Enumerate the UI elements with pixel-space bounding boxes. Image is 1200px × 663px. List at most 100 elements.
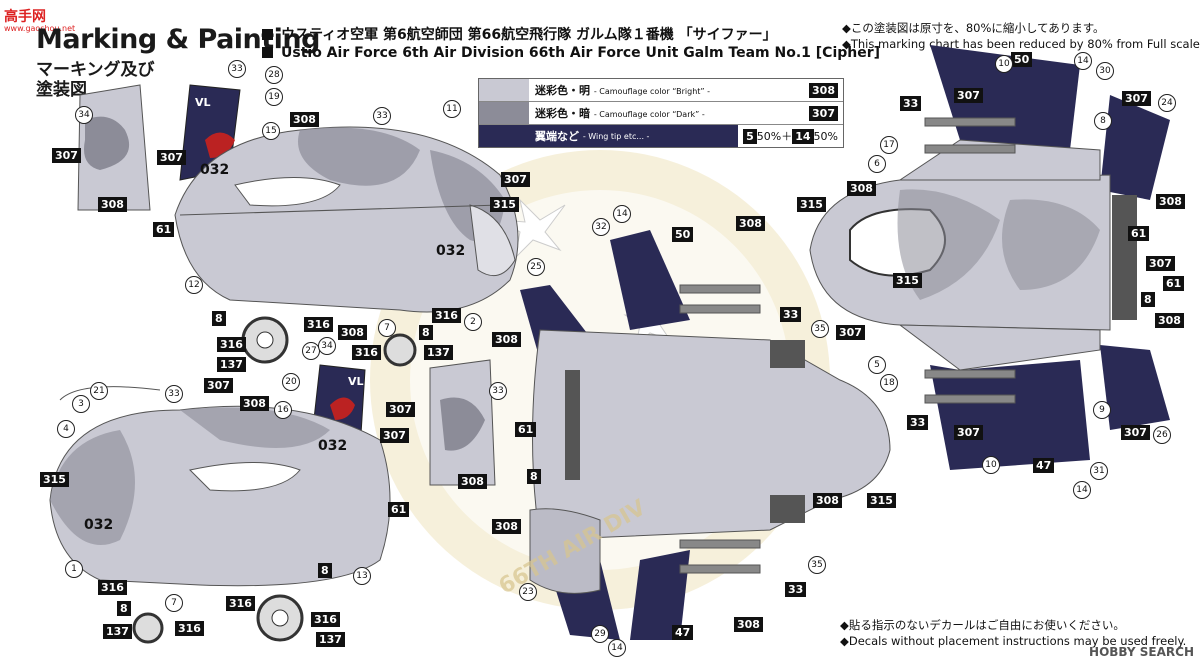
decal-number-circle: 18 [880, 374, 898, 392]
scale-note-jp: ◆この塗装図は原寸を、80%に縮小してあります。 [842, 21, 1105, 35]
decal-number-circle: 34 [318, 337, 336, 355]
decal-number-circle: 10 [982, 456, 1000, 474]
legend-swatch [479, 79, 529, 101]
watermark: HOBBY SEARCH [1089, 645, 1194, 659]
color-code-tag: 308 [338, 325, 367, 340]
aircraft-name-en: Ustio Air Force 6th Air Division 66th Ai… [262, 45, 880, 61]
color-code-tag: 315 [867, 493, 896, 508]
color-code-tag: 33 [900, 96, 922, 111]
color-code-tag: 307 [52, 148, 81, 163]
color-code-tag: 137 [103, 624, 132, 639]
decal-number-circle: 26 [1153, 426, 1171, 444]
color-code-tag: 308 [1155, 313, 1184, 328]
color-code-tag: 8 [419, 325, 433, 340]
color-code-tag: 308 [240, 396, 269, 411]
color-code-tag: 308 [736, 216, 765, 231]
top-view [809, 45, 1170, 470]
color-code-tag: 61 [153, 222, 175, 237]
decal-number-circle: 3 [72, 395, 90, 413]
tail-code-lower: VL [348, 375, 364, 388]
tail-number-upper: 032 [200, 162, 230, 178]
side-view-upper [174, 84, 519, 367]
color-code-tag: 307 [157, 150, 186, 165]
color-code-tag: 8 [318, 563, 332, 578]
color-code-tag: 316 [175, 621, 204, 636]
color-code-tag: 307 [954, 88, 983, 103]
color-code-tag: 308 [1156, 194, 1185, 209]
color-code-tag: 316 [432, 308, 461, 323]
color-legend: 迷彩色・明 - Camouflage color “Bright” - 308 … [478, 78, 844, 148]
decal-number-circle: 8 [1094, 112, 1112, 130]
color-code-tag: 315 [40, 472, 69, 487]
decal-number-circle: 14 [1074, 52, 1092, 70]
nose-number-lower: 032 [84, 517, 114, 533]
color-code-tag: 33 [785, 582, 807, 597]
decal-number-circle: 29 [591, 625, 609, 643]
side-view-lower [49, 364, 391, 644]
color-code-tag: 308 [847, 181, 876, 196]
decal-number-circle: 1 [65, 560, 83, 578]
color-code-tag: 33 [907, 415, 929, 430]
legend-swatch [479, 102, 529, 124]
tail-fin-center [429, 359, 496, 486]
color-code-tag: 316 [226, 596, 255, 611]
decal-number-circle: 28 [265, 66, 283, 84]
decal-number-circle: 5 [868, 356, 886, 374]
decal-number-circle: 9 [1093, 401, 1111, 419]
site-url: www.gaoshou.net [4, 24, 76, 33]
nose-number-upper: 032 [436, 243, 466, 259]
jp-title-line-2: 塗装図 [36, 80, 87, 100]
color-code-tag: 308 [492, 519, 521, 534]
bullet-square-icon [262, 29, 273, 40]
color-code-tag: 8 [212, 311, 226, 326]
decal-number-circle: 31 [1090, 462, 1108, 480]
decal-number-circle: 25 [527, 258, 545, 276]
color-code-tag: 307 [1122, 91, 1151, 106]
decal-number-circle: 30 [1096, 62, 1114, 80]
legend-label: 迷彩色・暗 - Camouflage color “Dark” - [535, 107, 705, 120]
decal-number-circle: 11 [443, 100, 461, 118]
jp-title-line-1: マーキング及び [36, 60, 155, 80]
color-code-tag: 61 [1163, 276, 1185, 291]
legend-swatch [479, 125, 529, 147]
decal-number-circle: 33 [373, 107, 391, 125]
color-code-tag: 315 [490, 197, 519, 212]
legend-row-bright: 迷彩色・明 - Camouflage color “Bright” - 308 [479, 79, 843, 102]
color-code-tag: 307 [501, 172, 530, 187]
decal-note-jp: ◆貼る指示のないデカールはご自由にお使いください。 [840, 618, 1125, 632]
color-code-tag: 307 [836, 325, 865, 340]
color-code-tag: 308 [458, 474, 487, 489]
decal-number-circle: 4 [57, 420, 75, 438]
color-code-tag: 8 [1141, 292, 1155, 307]
legend-label: 翼端など - Wing tip etc... - [529, 125, 739, 147]
decal-number-circle: 20 [282, 373, 300, 391]
legend-row-dark: 迷彩色・暗 - Camouflage color “Dark” - 307 [479, 102, 843, 125]
color-code-tag: 308 [290, 112, 319, 127]
decal-number-circle: 33 [489, 382, 507, 400]
color-code-tag: 137 [424, 345, 453, 360]
bullet-square-icon [262, 47, 273, 58]
color-code-tag: 308 [98, 197, 127, 212]
decal-number-circle: 16 [274, 401, 292, 419]
decal-number-circle: 14 [608, 639, 626, 657]
color-code-tag: 137 [316, 632, 345, 647]
decal-number-circle: 34 [75, 106, 93, 124]
color-code-tag: 47 [1033, 458, 1055, 473]
color-code-tag: 61 [1128, 226, 1150, 241]
color-code-tag: 33 [780, 307, 802, 322]
decal-number-circle: 17 [880, 136, 898, 154]
color-code-tag: 307 [204, 378, 233, 393]
tail-number-lower: 032 [318, 438, 348, 454]
color-code-tag: 50 [1011, 52, 1033, 67]
color-code-tag: 8 [117, 601, 131, 616]
color-code-tag: 61 [515, 422, 537, 437]
decal-number-circle: 19 [265, 88, 283, 106]
decal-number-circle: 32 [592, 218, 610, 236]
decal-number-circle: 7 [378, 319, 396, 337]
color-code-tag: 50 [672, 227, 694, 242]
color-code-tag: 316 [98, 580, 127, 595]
decal-number-circle: 15 [262, 122, 280, 140]
decal-note-en: ◆Decals without placement instructions m… [840, 634, 1187, 648]
